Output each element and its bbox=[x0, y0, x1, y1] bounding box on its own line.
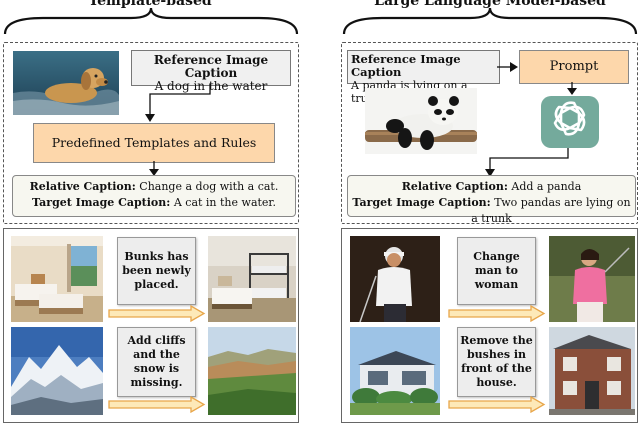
left-target-text: A cat in the water. bbox=[170, 196, 276, 209]
bedroom-target-image bbox=[208, 236, 296, 322]
left-example-caption-2: Add cliffs and the snow is missing. bbox=[117, 327, 196, 397]
prompt-box: Prompt bbox=[519, 50, 629, 84]
right-target-text: Two pandas are lying on a trunk bbox=[471, 196, 631, 225]
mountain-source-image bbox=[11, 327, 103, 415]
left-reference-caption-box: Reference Image Caption A dog in the wat… bbox=[131, 50, 291, 93]
left-result-arrow bbox=[149, 161, 159, 176]
prompt-arrow bbox=[497, 62, 518, 72]
llm-panel bbox=[341, 42, 638, 224]
predefined-templates-box: Predefined Templates and Rules bbox=[33, 123, 275, 163]
chatgpt-logo-icon bbox=[541, 96, 599, 148]
house-source-image bbox=[350, 327, 440, 415]
right-target-label: Target Image Caption: bbox=[352, 196, 491, 209]
left-reference-caption-title: Reference Image Caption bbox=[153, 53, 269, 80]
left-example-arrow-2 bbox=[108, 396, 206, 413]
left-target-label: Target Image Caption: bbox=[32, 196, 171, 209]
left-relative-label: Relative Caption: bbox=[29, 180, 136, 193]
template-panel bbox=[3, 42, 299, 224]
left-relative-text: Change a dog with a cat. bbox=[135, 180, 279, 193]
right-brace bbox=[342, 7, 638, 35]
left-title: Template-based bbox=[88, 0, 212, 9]
right-relative-text: Add a panda bbox=[507, 180, 582, 193]
right-example-arrow-2 bbox=[448, 396, 546, 413]
panda-image bbox=[365, 88, 477, 154]
dog-image bbox=[13, 51, 119, 115]
golfer-woman-image bbox=[549, 236, 635, 322]
right-title: Large Language Model-based bbox=[374, 0, 606, 9]
left-reference-caption-text: A dog in the water bbox=[154, 79, 268, 93]
right-example-caption-2: Remove the bushes in front of the house. bbox=[457, 327, 536, 397]
left-connector-arrow bbox=[145, 84, 211, 122]
left-result-box: Relative Caption: Change a dog with a ca… bbox=[12, 175, 296, 217]
right-result-box: Relative Caption: Add a panda Target Ima… bbox=[347, 175, 636, 225]
left-brace bbox=[3, 7, 299, 35]
left-example-caption-1: Bunks has been newly placed. bbox=[117, 237, 196, 305]
cliff-target-image bbox=[208, 327, 296, 415]
right-reference-caption-title: Reference Image Caption bbox=[351, 52, 461, 79]
right-result-arrow bbox=[485, 148, 569, 177]
right-reference-caption-box: Reference Image Caption A panda is lying… bbox=[347, 50, 500, 105]
golfer-man-image bbox=[350, 236, 440, 322]
right-relative-label: Relative Caption: bbox=[401, 180, 508, 193]
right-example-arrow-1 bbox=[448, 305, 546, 322]
chatgpt-arrow bbox=[567, 82, 577, 95]
right-example-caption-1: Change man to woman bbox=[457, 237, 536, 305]
house-target-image bbox=[549, 327, 635, 415]
left-example-arrow-1 bbox=[108, 305, 206, 322]
bedroom-source-image bbox=[11, 236, 103, 322]
